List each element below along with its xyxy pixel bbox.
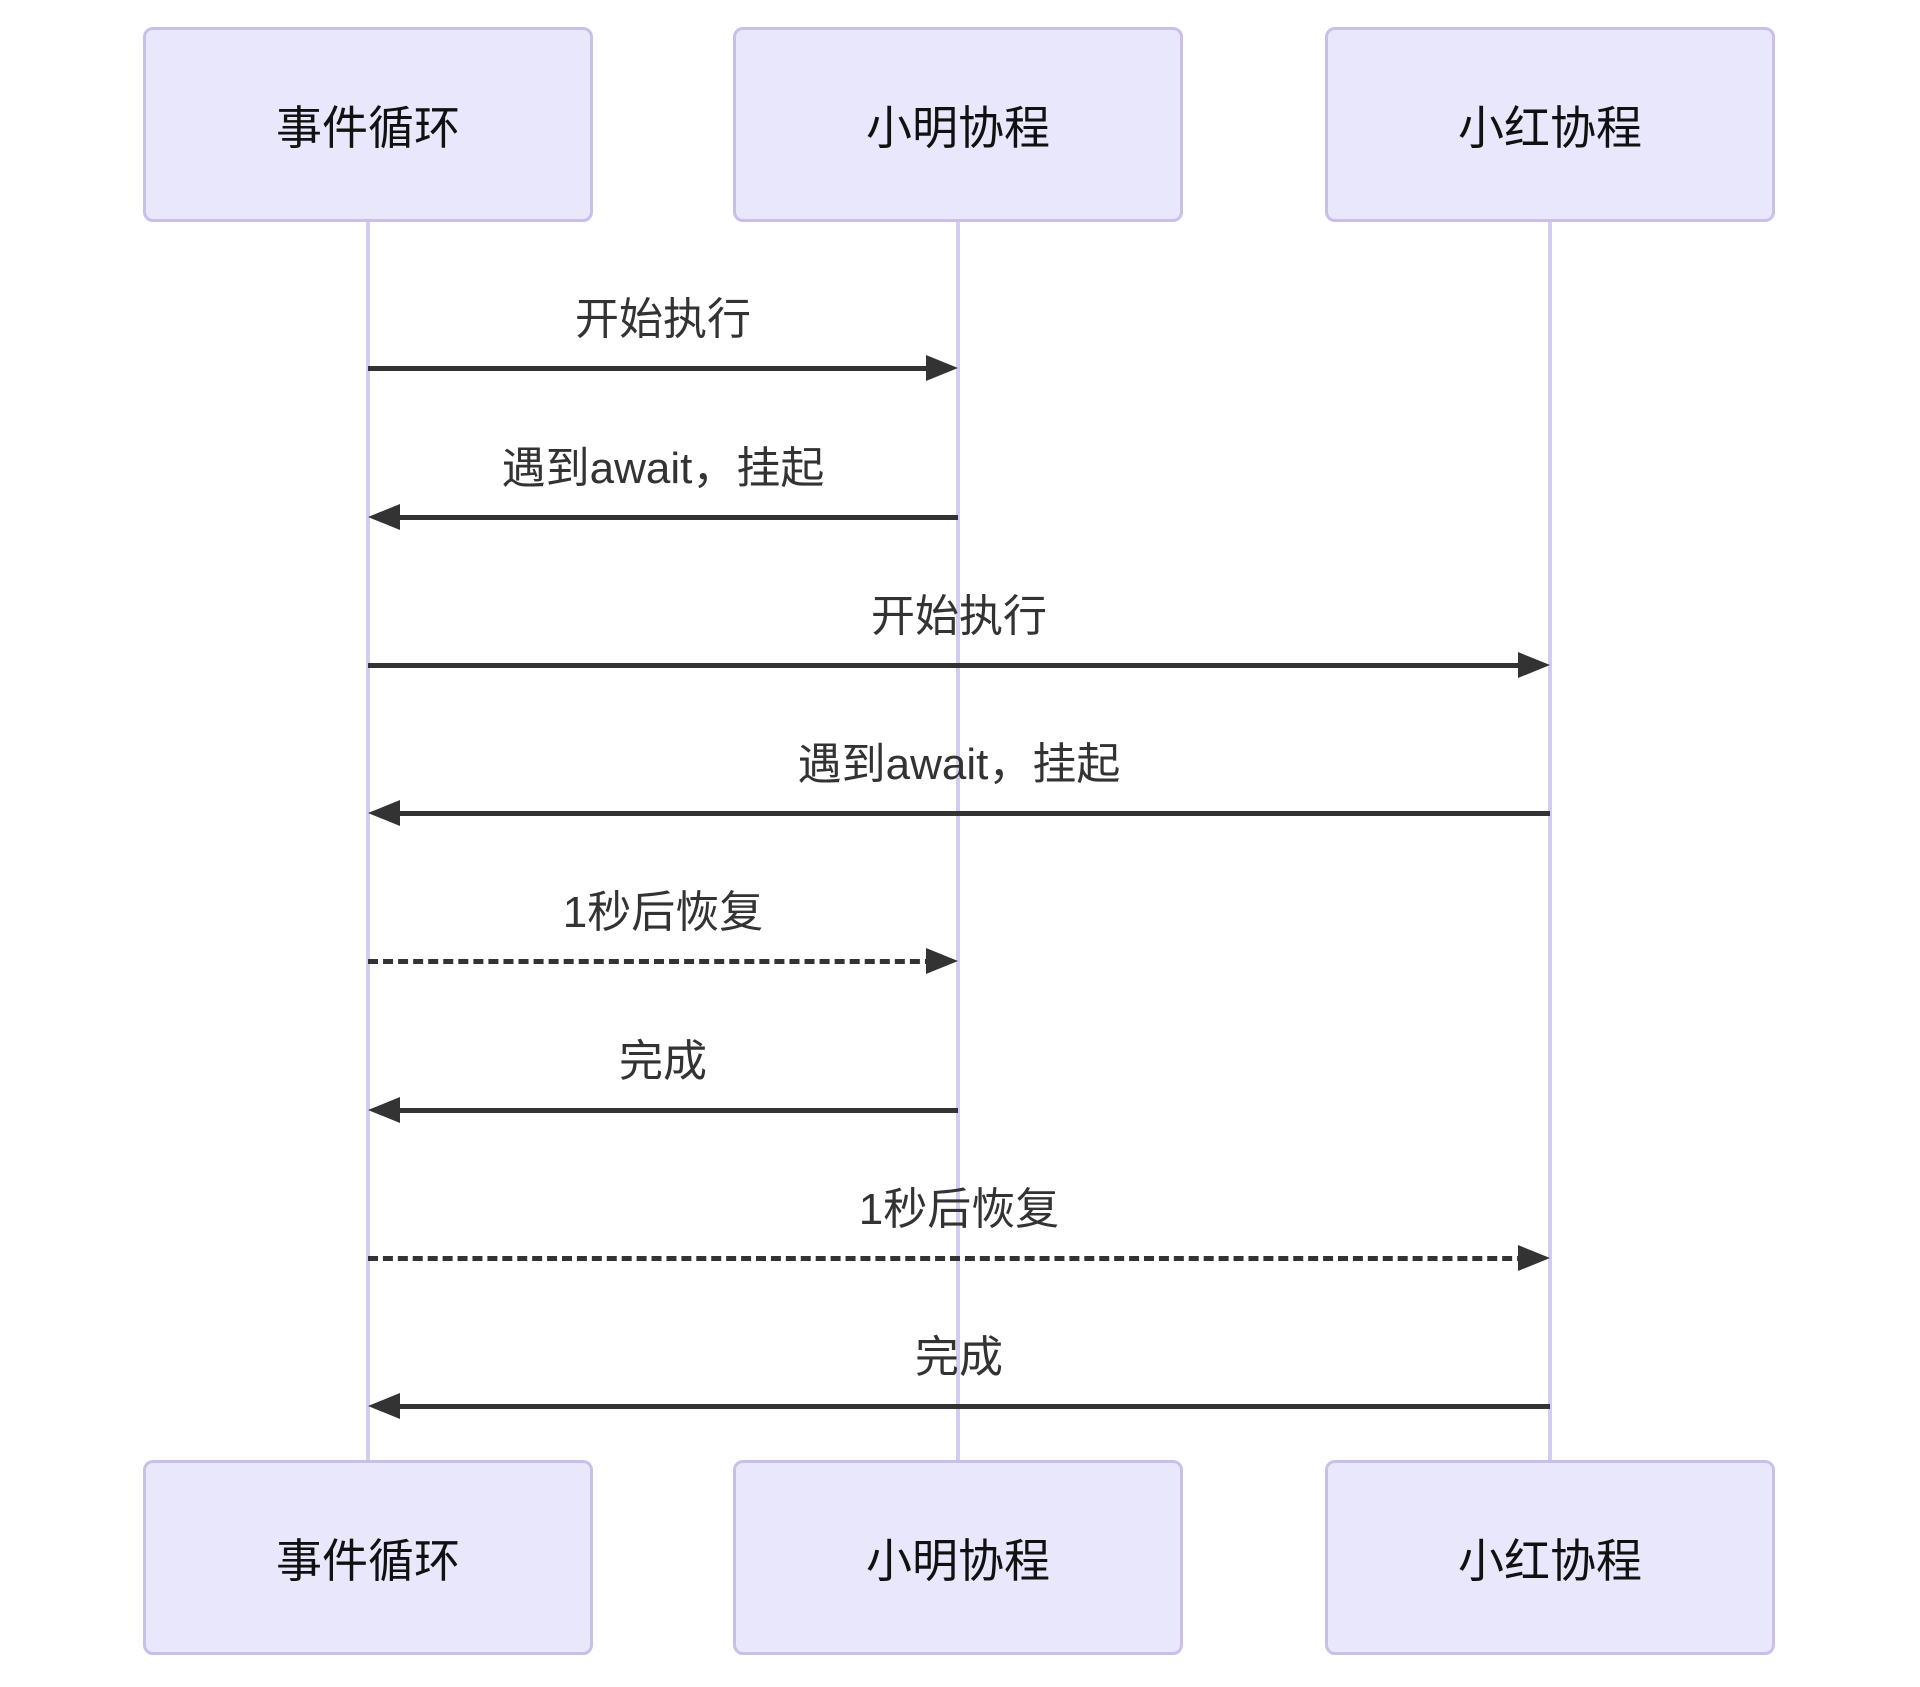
message-label: 完成 — [619, 1037, 707, 1087]
message-label: 遇到await，挂起 — [501, 444, 825, 494]
arrowhead-right-icon — [1518, 652, 1550, 678]
message-line-dashed — [368, 959, 950, 964]
message-label: 1秒后恢复 — [562, 888, 764, 938]
lifeline-event-loop — [366, 222, 370, 1460]
message-line-solid — [376, 811, 1550, 816]
arrowhead-left-icon — [368, 1097, 400, 1123]
actor-label: 事件循环 — [276, 1534, 460, 1587]
actor-label: 事件循环 — [276, 101, 460, 154]
arrowhead-left-icon — [368, 1393, 400, 1419]
message-label: 遇到await，挂起 — [797, 740, 1121, 790]
arrowhead-right-icon — [1518, 1245, 1550, 1271]
actor-box-bottom-xiaohong-coroutine: 小红协程 — [1325, 1460, 1775, 1655]
message-line-solid — [368, 663, 1542, 668]
lifeline-xiaoming-coroutine — [956, 222, 960, 1460]
arrowhead-left-icon — [368, 504, 400, 530]
arrowhead-left-icon — [368, 800, 400, 826]
message-label: 完成 — [915, 1333, 1003, 1383]
message-line-solid — [376, 515, 958, 520]
message-label: 1秒后恢复 — [858, 1185, 1060, 1235]
lifeline-xiaohong-coroutine — [1548, 222, 1552, 1460]
actor-label: 小明协程 — [866, 1534, 1050, 1587]
message-label: 开始执行 — [575, 295, 751, 345]
actor-box-bottom-xiaoming-coroutine: 小明协程 — [733, 1460, 1183, 1655]
message-line-solid — [376, 1404, 1550, 1409]
arrowhead-right-icon — [926, 948, 958, 974]
actor-label: 小红协程 — [1458, 101, 1642, 154]
actor-box-bottom-event-loop: 事件循环 — [143, 1460, 593, 1655]
message-line-solid — [376, 1108, 958, 1113]
actor-box-top-event-loop: 事件循环 — [143, 27, 593, 222]
actor-box-top-xiaohong-coroutine: 小红协程 — [1325, 27, 1775, 222]
message-label: 开始执行 — [871, 592, 1047, 642]
actor-label: 小明协程 — [866, 101, 1050, 154]
arrowhead-right-icon — [926, 355, 958, 381]
actor-label: 小红协程 — [1458, 1534, 1642, 1587]
message-line-dashed — [368, 1256, 1542, 1261]
message-line-solid — [368, 366, 950, 371]
actor-box-top-xiaoming-coroutine: 小明协程 — [733, 27, 1183, 222]
